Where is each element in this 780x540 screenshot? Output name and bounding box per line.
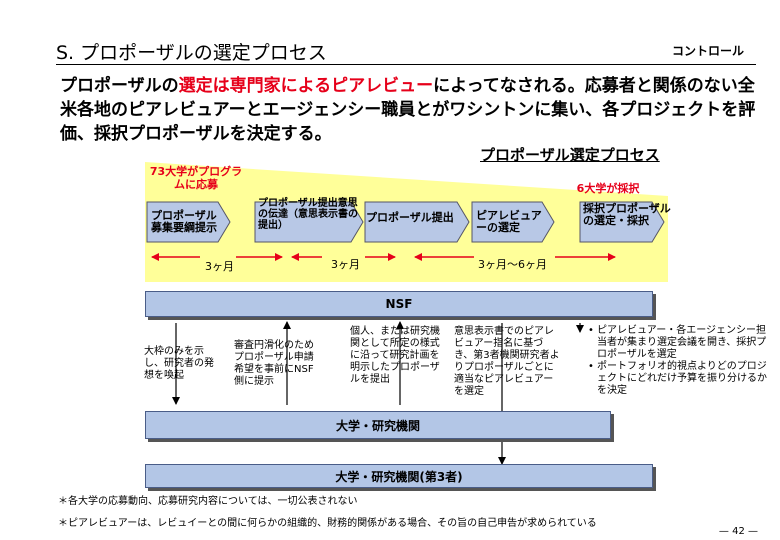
- third-party-bar: 大学・研究機関(第3者): [145, 464, 653, 488]
- process-title: プロポーザル選定プロセス: [480, 146, 660, 164]
- desc-intent: 審査円滑化のためプロポーザル申請希望を事前にNSF側に提示: [234, 340, 314, 387]
- university-bar: 大学・研究機関: [145, 411, 611, 439]
- lead-emphasis: 選定は専門家によるピアレビュー: [178, 76, 434, 96]
- duration-3: 3ヶ月〜6ヶ月: [478, 258, 547, 271]
- applicants-note: 73大学がプログラムに応募: [149, 165, 243, 191]
- bullet-item: •ピアレビュアー・各エージェンシー担当者が集まり選定会議を開き、採択プロポーザル…: [588, 325, 767, 360]
- step-3-label: プロポーザル提出: [366, 211, 454, 224]
- step-1-label: プロポーザル募集要綱提示: [151, 209, 217, 234]
- step-2-shape: [254, 201, 364, 243]
- desc-submission: 個人、または研究機関として所定の様式に沿って研究計画を明示したプロポーザルを提出: [350, 326, 440, 385]
- desc-guidelines: 大枠のみを示し、研究者の発想を喚起: [144, 346, 214, 381]
- flow-arrows: [172, 321, 584, 465]
- desc-reviewer: 意思表示書でのピアレビュアー指名に基づき、第3者機関研究者よりプロポーザルごとに…: [454, 326, 560, 397]
- nsf-bar: NSF: [145, 291, 653, 317]
- step-4-shape: [471, 201, 555, 243]
- step-3-shape: [364, 201, 470, 243]
- title-underline: [56, 64, 756, 65]
- step-5-shape: [579, 201, 665, 243]
- selected-note: 6大学が採択: [576, 182, 640, 195]
- lead-text-1: プロポーザルの: [60, 76, 179, 96]
- lead-paragraph: プロポーザルの選定は専門家によるピアレビューによってなされる。応募者と関係のない…: [60, 74, 770, 146]
- step-2-label: プロポーザル提出意思の伝達（意思表示書の提出）: [258, 198, 358, 231]
- page-number: — 42 —: [718, 526, 758, 537]
- step-5-label: 採択プロポーザルの選定・採択: [583, 202, 671, 227]
- duration-2: 3ヶ月: [331, 258, 360, 271]
- footnote-2: ＊ピアレビュアーは、レビュイーとの間に何らかの組織的、財務的関係がある場合、その…: [58, 518, 597, 529]
- step-1-shape: [146, 201, 231, 243]
- lead-text-2: によってなされる。応募者と関係のない全米各地のピアレビュアーとエージェンシー職員…: [60, 76, 756, 144]
- footnote-1: ＊各大学の応募動向、応募研究内容については、一切公表されない: [58, 496, 358, 507]
- step-chevrons: [146, 201, 665, 243]
- bullet-item: •ポートフォリオ的視点よりどのプロジェクトにどれだけ予算を振り分けるかを決定: [588, 361, 767, 396]
- bullet-list: •ピアレビュアー・各エージェンシー担当者が集まり選定会議を開き、採択プロポーザル…: [588, 325, 770, 397]
- step-4-label: ピアレビュアーの選定: [476, 209, 542, 234]
- duration-1: 3ヶ月: [205, 260, 234, 273]
- section-tag: コントロール: [672, 44, 745, 58]
- page-title: S. プロポーザルの選定プロセス: [56, 42, 327, 64]
